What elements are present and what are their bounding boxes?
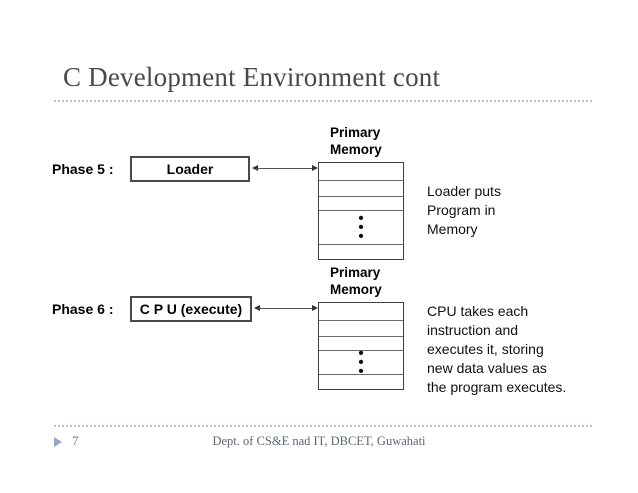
arrow-shaft bbox=[258, 308, 314, 309]
primary-memory-caption-line1: Primary bbox=[330, 125, 381, 140]
arrow-shaft bbox=[256, 168, 314, 169]
loader-memory-arrow bbox=[252, 164, 318, 173]
primary-memory-caption-line1: Primary bbox=[330, 265, 381, 280]
note-line: new data values as bbox=[427, 360, 547, 376]
arrow-head-right-icon bbox=[312, 165, 318, 171]
phase-6-label: Phase 6 : bbox=[52, 301, 114, 317]
memory-grid-phase5: ••• bbox=[318, 162, 404, 260]
memory-cell bbox=[319, 181, 403, 197]
arrow-head-left-icon bbox=[254, 305, 260, 311]
triangle-bullet-icon bbox=[54, 437, 62, 447]
memory-cell bbox=[319, 303, 403, 321]
memory-cell bbox=[319, 375, 403, 389]
memory-grid-phase6: ••• bbox=[318, 302, 404, 390]
primary-memory-caption-phase5: Primary Memory bbox=[330, 124, 382, 158]
memory-cell bbox=[319, 163, 403, 181]
memory-cell bbox=[319, 245, 403, 259]
vertical-ellipsis-icon: ••• bbox=[358, 209, 364, 245]
note-line: the program executes. bbox=[427, 379, 567, 395]
phase-5-label: Phase 5 : bbox=[52, 161, 114, 177]
phase-6-note: CPU takes each instruction and executes … bbox=[427, 302, 566, 397]
note-line: executes it, storing bbox=[427, 341, 544, 357]
vertical-ellipsis-icon: ••• bbox=[358, 344, 364, 380]
primary-memory-caption-line2: Memory bbox=[330, 282, 382, 297]
footer-divider bbox=[54, 425, 592, 427]
note-line: CPU takes each bbox=[427, 303, 529, 319]
cpu-box: C P U (execute) bbox=[130, 296, 252, 322]
memory-cell bbox=[319, 197, 403, 211]
cpu-memory-arrow bbox=[254, 304, 318, 313]
primary-memory-caption-phase6: Primary Memory bbox=[330, 264, 382, 298]
phase-5-note: Loader puts Program in Memory bbox=[427, 182, 501, 239]
primary-memory-caption-line2: Memory bbox=[330, 142, 382, 157]
note-line: Loader puts bbox=[427, 183, 501, 199]
note-line: Memory bbox=[427, 221, 478, 237]
memory-cell bbox=[319, 321, 403, 337]
page-title: C Development Environment cont bbox=[63, 62, 441, 92]
memory-cell-ellipsis: ••• bbox=[319, 344, 403, 380]
title-divider bbox=[54, 100, 592, 102]
footer-text: Dept. of CS&E nad IT, DBCET, Guwahati bbox=[212, 434, 426, 448]
cpu-box-label: C P U (execute) bbox=[139, 301, 243, 317]
loader-box-label: Loader bbox=[166, 161, 214, 177]
loader-box: Loader bbox=[130, 156, 250, 182]
note-line: instruction and bbox=[427, 322, 519, 338]
page-number: 7 bbox=[72, 433, 79, 448]
memory-cell-ellipsis: ••• bbox=[319, 209, 403, 245]
memory-cell bbox=[319, 337, 403, 351]
arrow-head-right-icon bbox=[312, 305, 318, 311]
arrow-head-left-icon bbox=[252, 165, 258, 171]
note-line: Program in bbox=[427, 202, 496, 218]
